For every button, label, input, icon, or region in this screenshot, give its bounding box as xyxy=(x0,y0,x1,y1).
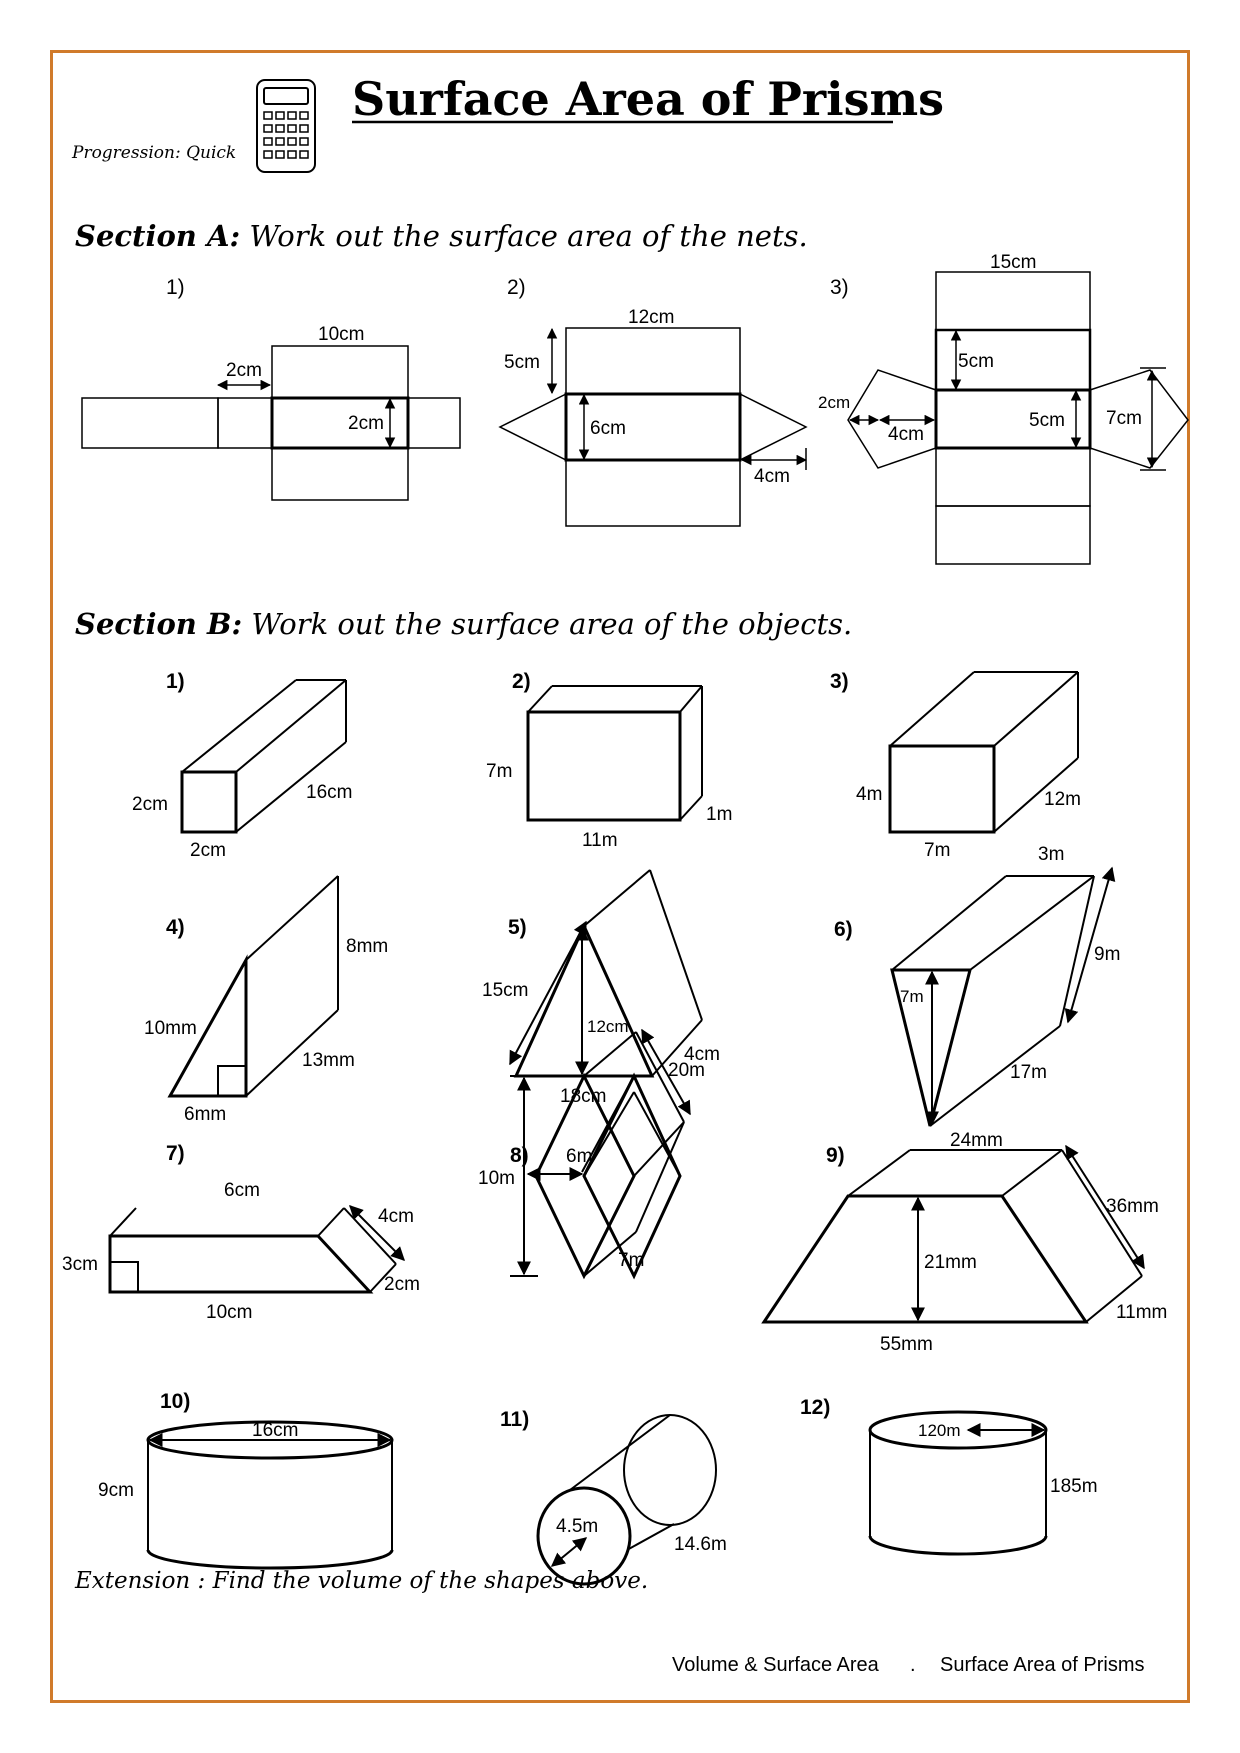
cylinder-b12-label: 185m xyxy=(1050,1476,1098,1497)
prism-b6-label: 17m xyxy=(1010,1062,1047,1083)
net-a3-label: 4cm xyxy=(888,424,924,445)
prism-b7-label: 4cm xyxy=(378,1206,414,1227)
cylinder-b11-label: 14.6m xyxy=(674,1534,727,1555)
cylinder-b11-number: 11) xyxy=(500,1408,529,1431)
prism-b9 xyxy=(761,1144,1145,1324)
prism-b9-number: 9) xyxy=(826,1144,845,1167)
cylinder-b10 xyxy=(146,1420,394,1570)
cylinder-b12-label: 120m xyxy=(918,1421,961,1440)
cylinder-b11 xyxy=(536,1414,717,1586)
prism-b9-label: 36mm xyxy=(1106,1196,1159,1217)
net-a2-label: 12cm xyxy=(628,307,674,328)
net-a3-label: 5cm xyxy=(958,351,994,372)
prism-b7-label: 6cm xyxy=(224,1180,260,1201)
page-title: Surface Area of Prisms xyxy=(352,72,944,126)
prism-b2-number: 2) xyxy=(512,670,531,693)
prism-b8-label: 20m xyxy=(668,1060,705,1081)
prism-b8-label: 6m xyxy=(566,1146,592,1167)
prism-b3-label: 7m xyxy=(924,840,950,861)
prism-b6 xyxy=(890,866,1116,1127)
prism-b6-label: 9m xyxy=(1094,944,1120,965)
net-a1-label: 10cm xyxy=(318,324,364,345)
prism-b7-number: 7) xyxy=(166,1142,185,1165)
prism-b4-label: 13mm xyxy=(302,1050,355,1071)
prism-b9-label: 55mm xyxy=(880,1334,933,1355)
prism-b5 xyxy=(509,869,703,1078)
cylinder-b10-label: 16cm xyxy=(252,1420,298,1441)
prism-b2-label: 11m xyxy=(582,830,618,851)
net-a2-label: 5cm xyxy=(504,352,540,373)
prism-b6-label: 3m xyxy=(1038,844,1064,865)
prism-b5-label: 15cm xyxy=(482,980,528,1001)
footer-right: Surface Area of Prisms xyxy=(940,1654,1145,1676)
prism-b3 xyxy=(888,671,1079,834)
prism-b8-label: 7m xyxy=(618,1250,644,1271)
prism-b7-label: 2cm xyxy=(384,1274,420,1295)
net-a2-label: 6cm xyxy=(590,418,626,439)
prism-b4-number: 4) xyxy=(166,916,185,939)
section-b-heading: Section B: Work out the surface area of … xyxy=(75,607,852,641)
extension-text: Extension : Find the volume of the shape… xyxy=(74,1568,648,1594)
net-a3-label: 7cm xyxy=(1106,408,1142,429)
net-a1-label: 2cm xyxy=(226,360,262,381)
prism-b1-label: 16cm xyxy=(306,782,352,803)
prism-b1 xyxy=(180,679,347,834)
net-a3-label: 2cm xyxy=(818,393,850,412)
net-a3-label: 5cm xyxy=(1029,410,1065,431)
prism-b3-label: 4m xyxy=(856,784,882,805)
cylinder-b10-number: 10) xyxy=(160,1390,190,1413)
cylinder-b10-label: 9cm xyxy=(98,1480,134,1501)
prism-b6-number: 6) xyxy=(834,918,853,941)
net-a1-number: 1) xyxy=(166,276,185,299)
prism-b5-label: 12cm xyxy=(587,1017,629,1036)
prism-b6-label: 7m xyxy=(900,987,924,1006)
prism-b1-number: 1) xyxy=(166,670,185,693)
prism-b9-label: 24mm xyxy=(950,1130,1003,1151)
prism-b2 xyxy=(526,685,703,822)
net-a1 xyxy=(81,345,461,501)
cylinder-b12 xyxy=(868,1410,1048,1556)
prism-b8-label: 10m xyxy=(478,1168,515,1189)
progression-label: Progression: Quick xyxy=(71,143,236,163)
prism-b2-label: 1m xyxy=(706,804,732,825)
calculator-icon xyxy=(256,79,316,173)
prism-b7-label: 10cm xyxy=(206,1302,252,1323)
net-a3-number: 3) xyxy=(830,276,849,299)
prism-b2-label: 7m xyxy=(486,761,512,782)
prism-b9-label: 11mm xyxy=(1116,1302,1167,1323)
cylinder-b12-number: 12) xyxy=(800,1396,830,1419)
prism-b3-number: 3) xyxy=(830,670,849,693)
cylinder-b11-label: 4.5m xyxy=(556,1516,598,1537)
footer-left: Volume & Surface Area xyxy=(672,1654,880,1676)
prism-b8-depth xyxy=(510,1028,691,1277)
net-a2 xyxy=(498,327,808,527)
prism-b7-label: 3cm xyxy=(62,1254,98,1275)
prism-b5-label: 4cm xyxy=(684,1044,720,1065)
net-a3 xyxy=(847,271,1189,565)
prism-b3-label: 12m xyxy=(1044,789,1081,810)
prism-b4-label: 10mm xyxy=(144,1018,197,1039)
prism-b1-label: 2cm xyxy=(190,840,226,861)
prism-b1-label: 2cm xyxy=(132,794,168,815)
net-a2-label: 4cm xyxy=(754,466,790,487)
prism-b9-label: 21mm xyxy=(924,1252,977,1273)
prism-b5-number: 5) xyxy=(508,916,527,939)
section-a-heading: Section A: Work out the surface area of … xyxy=(75,219,808,253)
prism-b7 xyxy=(108,1205,405,1294)
net-a1-label: 2cm xyxy=(348,413,384,434)
net-a3-label: 15cm xyxy=(990,252,1036,273)
page-border xyxy=(50,50,1190,1703)
prism-b4-label: 6mm xyxy=(184,1104,226,1125)
footer-separator: . xyxy=(910,1654,916,1676)
prism-b4 xyxy=(167,875,339,1098)
net-a2-number: 2) xyxy=(507,276,526,299)
prism-b8-number: 8) xyxy=(510,1144,529,1167)
prism-b4-label: 8mm xyxy=(346,936,388,957)
